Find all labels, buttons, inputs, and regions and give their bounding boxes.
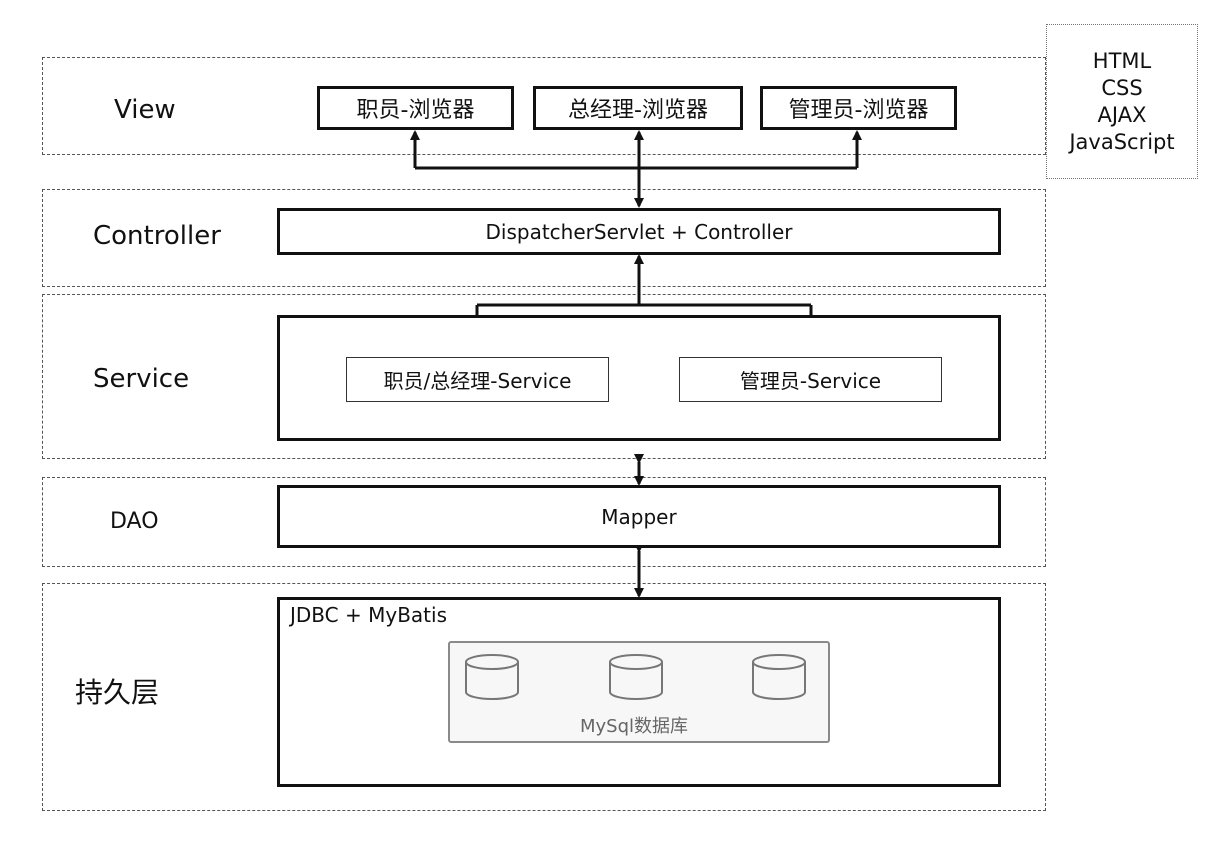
tech-stack-box: HTML CSS AJAX JavaScript [1046,24,1198,179]
employee-browser-box: 职员-浏览器 [317,86,514,130]
dispatcher-controller-box: DispatcherServlet + Controller [277,208,1001,255]
service-layer-label: Service [93,364,190,394]
controller-layer [42,189,1046,287]
service-layer [42,294,1046,459]
mapper-box: Mapper [277,485,1001,548]
tech-item-javascript: JavaScript [1069,129,1175,154]
tech-item-html: HTML [1092,48,1152,73]
dao-layer [42,477,1046,567]
database-cylinder-icon-3 [752,654,806,700]
persistence-layer-label: 持久层 [75,676,160,709]
admin-browser-box: 管理员-浏览器 [760,86,957,130]
database-cylinder-icon-2 [609,654,663,700]
view-layer-label: View [114,95,176,125]
manager-browser-box: 总经理-浏览器 [533,86,743,130]
tech-item-css: CSS [1101,75,1143,100]
admin-service-box: 管理员-Service [679,357,942,402]
tech-item-ajax: AJAX [1097,102,1147,127]
employee-manager-service-box: 职员/总经理-Service [346,357,609,402]
view-layer [42,57,1046,155]
dao-layer-label: DAO [110,509,159,534]
database-cylinder-icon-1 [465,654,519,700]
mysql-database-label: MySql数据库 [580,716,689,737]
controller-layer-label: Controller [93,221,221,251]
jdbc-mybatis-title: JDBC + MyBatis [290,603,447,627]
persistence-layer [42,583,1046,811]
